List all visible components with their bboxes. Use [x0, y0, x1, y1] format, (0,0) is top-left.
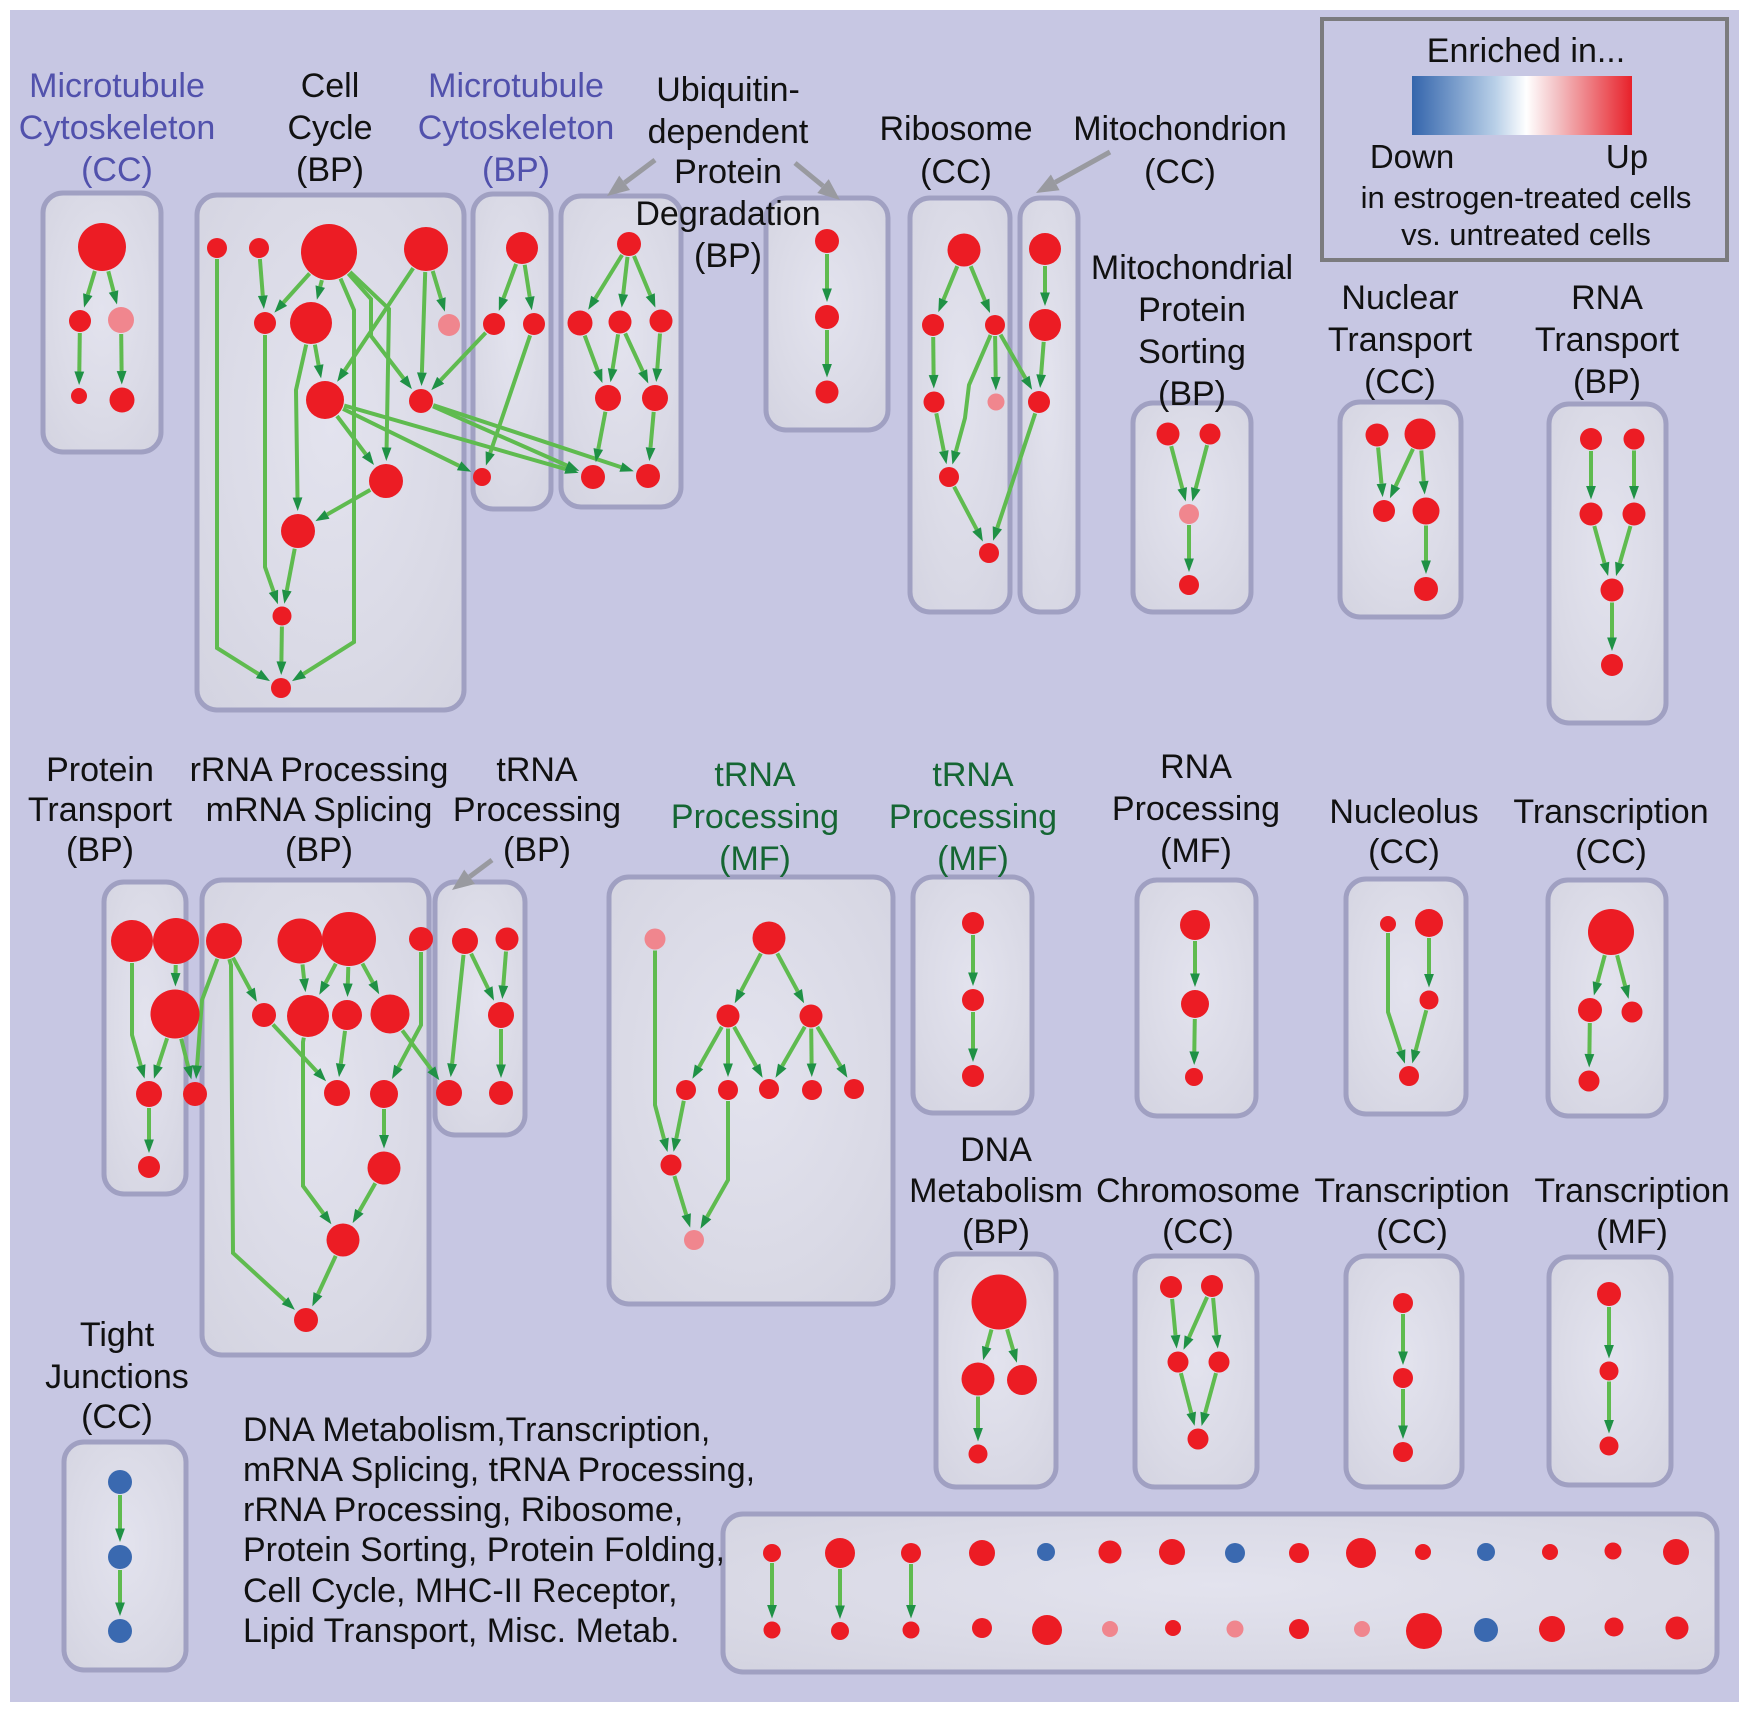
svg-text:Processing: Processing: [1112, 790, 1280, 828]
svg-text:(BP): (BP): [694, 237, 762, 275]
svg-text:(CC): (CC): [81, 151, 153, 189]
svg-text:Processing: Processing: [671, 798, 839, 836]
svg-text:(BP): (BP): [503, 831, 571, 869]
svg-text:DNA Metabolism,Transcription,: DNA Metabolism,Transcription,: [243, 1411, 710, 1449]
svg-text:Transport: Transport: [28, 791, 173, 829]
svg-text:(MF): (MF): [937, 840, 1009, 878]
svg-text:Cell Cycle, MHC-II Receptor,: Cell Cycle, MHC-II Receptor,: [243, 1572, 678, 1610]
svg-text:mRNA Splicing, tRNA Processing: mRNA Splicing, tRNA Processing,: [243, 1451, 755, 1489]
svg-text:mRNA Splicing: mRNA Splicing: [206, 791, 433, 829]
svg-text:Processing: Processing: [453, 791, 621, 829]
svg-text:Down: Down: [1370, 138, 1454, 175]
svg-text:Protein: Protein: [46, 751, 154, 789]
svg-text:Mitochondrial: Mitochondrial: [1091, 249, 1293, 287]
svg-text:Microtubule: Microtubule: [428, 67, 604, 105]
svg-text:(BP): (BP): [962, 1213, 1030, 1251]
svg-text:Cycle: Cycle: [287, 109, 372, 147]
svg-text:rRNA Processing: rRNA Processing: [190, 751, 449, 789]
svg-text:(BP): (BP): [66, 831, 134, 869]
svg-text:Nucleolus: Nucleolus: [1329, 793, 1478, 831]
svg-text:DNA: DNA: [960, 1131, 1032, 1169]
svg-text:Up: Up: [1606, 138, 1648, 175]
svg-text:Lipid Transport, Misc. Metab.: Lipid Transport, Misc. Metab.: [243, 1612, 680, 1650]
svg-text:Protein Sorting, Protein Foldi: Protein Sorting, Protein Folding,: [243, 1531, 725, 1569]
svg-text:vs. untreated cells: vs. untreated cells: [1401, 217, 1651, 252]
svg-text:RNA: RNA: [1160, 748, 1232, 786]
svg-text:Chromosome: Chromosome: [1096, 1172, 1300, 1210]
svg-text:(MF): (MF): [719, 840, 791, 878]
svg-text:Ubiquitin-: Ubiquitin-: [656, 71, 800, 109]
svg-text:Cell: Cell: [301, 67, 360, 105]
svg-text:Protein: Protein: [674, 153, 782, 191]
svg-text:(CC): (CC): [81, 1398, 153, 1436]
svg-text:(BP): (BP): [285, 831, 353, 869]
svg-text:RNA: RNA: [1571, 279, 1643, 317]
svg-text:Metabolism: Metabolism: [909, 1172, 1083, 1210]
svg-text:(CC): (CC): [920, 153, 992, 191]
svg-text:Cytoskeleton: Cytoskeleton: [19, 109, 216, 147]
svg-text:Transport: Transport: [1328, 321, 1473, 359]
svg-text:(CC): (CC): [1368, 833, 1440, 871]
svg-text:Transcription: Transcription: [1534, 1172, 1729, 1210]
svg-text:Nuclear: Nuclear: [1341, 279, 1458, 317]
svg-text:Ribosome: Ribosome: [879, 110, 1032, 148]
svg-text:Degradation: Degradation: [635, 195, 820, 233]
svg-text:in estrogen-treated cells: in estrogen-treated cells: [1361, 180, 1692, 215]
svg-text:(CC): (CC): [1575, 833, 1647, 871]
svg-text:Tight: Tight: [80, 1316, 155, 1354]
svg-text:(BP): (BP): [1573, 363, 1641, 401]
svg-text:(MF): (MF): [1160, 832, 1232, 870]
svg-text:(MF): (MF): [1596, 1213, 1668, 1251]
svg-text:(BP): (BP): [296, 151, 364, 189]
svg-text:Protein: Protein: [1138, 291, 1246, 329]
svg-text:tRNA: tRNA: [496, 751, 578, 789]
svg-text:(CC): (CC): [1162, 1213, 1234, 1251]
svg-text:Microtubule: Microtubule: [29, 67, 205, 105]
svg-text:Processing: Processing: [889, 798, 1057, 836]
svg-text:tRNA: tRNA: [714, 756, 796, 794]
svg-text:(CC): (CC): [1376, 1213, 1448, 1251]
svg-text:Sorting: Sorting: [1138, 333, 1246, 371]
svg-text:Transcription: Transcription: [1314, 1172, 1509, 1210]
svg-text:tRNA: tRNA: [932, 756, 1014, 794]
svg-text:(CC): (CC): [1364, 363, 1436, 401]
svg-text:(CC): (CC): [1144, 153, 1216, 191]
svg-text:Junctions: Junctions: [45, 1358, 189, 1396]
svg-text:rRNA Processing, Ribosome,: rRNA Processing, Ribosome,: [243, 1491, 683, 1529]
svg-text:Transcription: Transcription: [1513, 793, 1708, 831]
svg-text:Cytoskeleton: Cytoskeleton: [418, 109, 615, 147]
svg-text:Mitochondrion: Mitochondrion: [1073, 110, 1287, 148]
svg-text:Transport: Transport: [1535, 321, 1680, 359]
svg-text:(BP): (BP): [1158, 375, 1226, 413]
svg-text:Enriched in...: Enriched in...: [1427, 32, 1625, 70]
svg-text:dependent: dependent: [648, 113, 809, 151]
svg-text:(BP): (BP): [482, 151, 550, 189]
